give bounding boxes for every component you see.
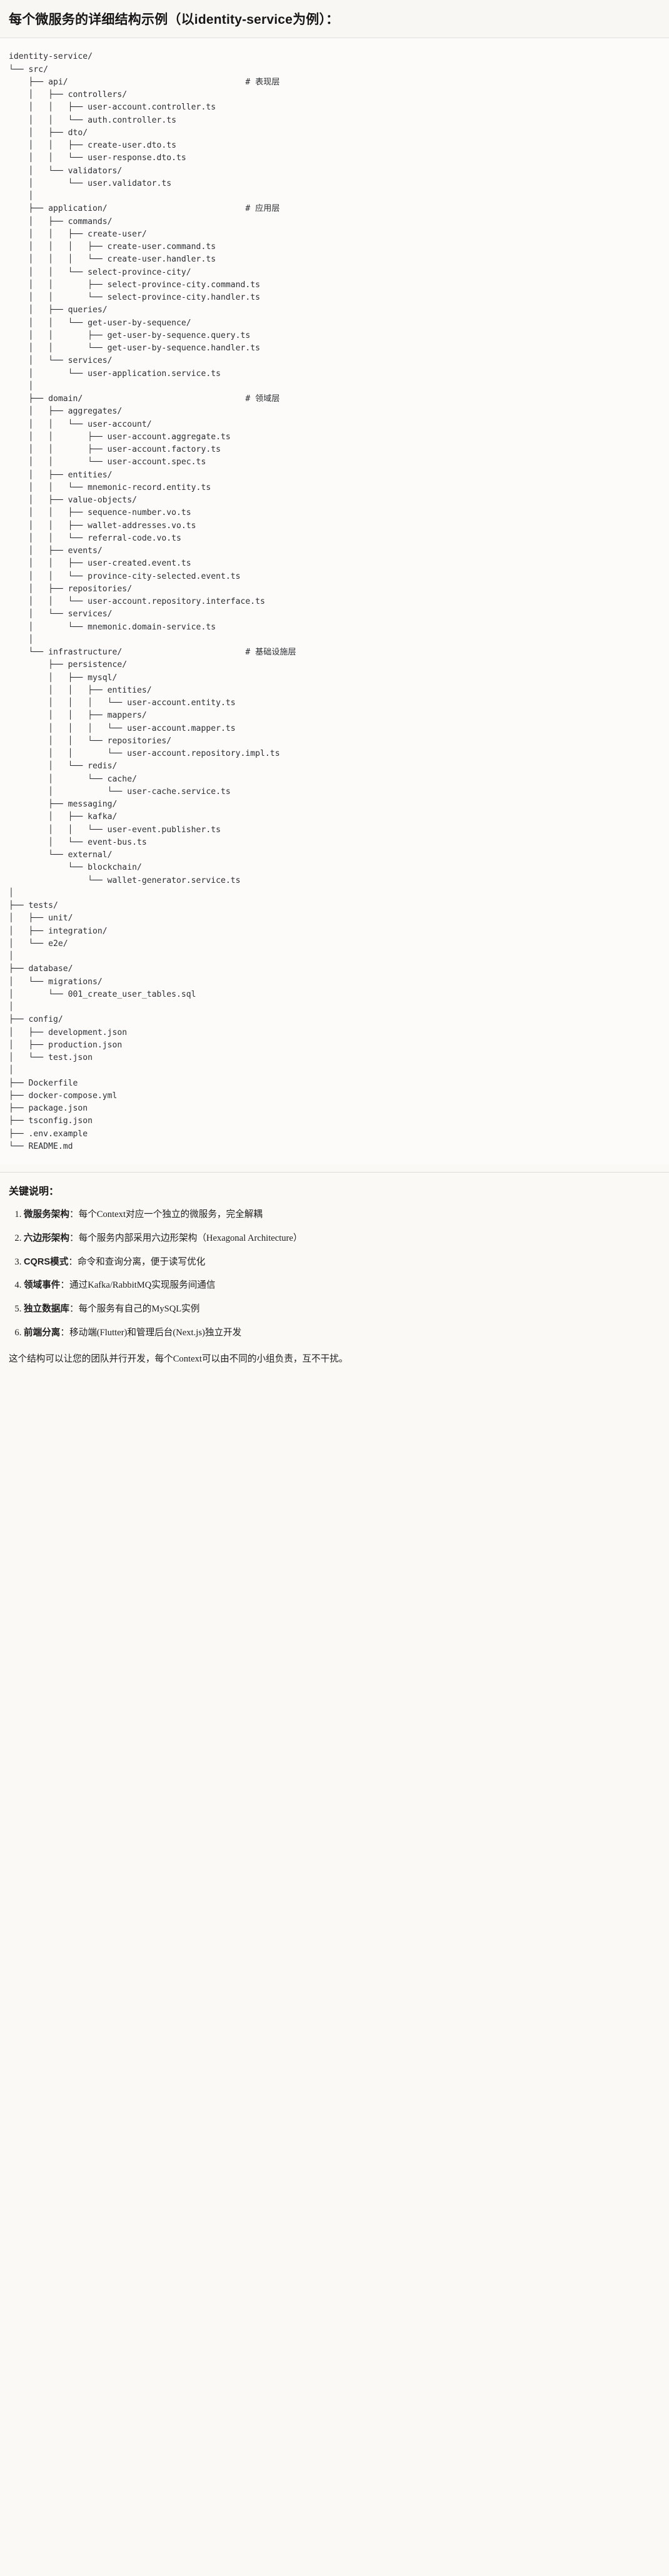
note-description: 每个服务内部采用六边形架构（Hexagonal Architecture） xyxy=(78,1233,303,1244)
notes-title: 关键说明： xyxy=(9,1186,59,1198)
note-description: 移动端(Flutter)和管理后台(Next.js)独立开发 xyxy=(69,1327,242,1338)
note-description: 每个服务有自己的MySQL实例 xyxy=(78,1303,200,1314)
note-term: CQRS模式 xyxy=(24,1256,69,1267)
page-title: 每个微服务的详细结构示例（以identity-service为例）： xyxy=(9,13,340,27)
directory-tree-block: identity-service/ └── src/ ├── api/ # 表现… xyxy=(0,38,669,1165)
note-separator: ： xyxy=(60,1327,69,1338)
note-item: 微服务架构：每个Context对应一个独立的微服务，完全解耦 xyxy=(24,1208,660,1222)
note-item: 六边形架构：每个服务内部采用六边形架构（Hexagonal Architectu… xyxy=(24,1231,660,1246)
document-header: 每个微服务的详细结构示例（以identity-service为例）： xyxy=(0,0,669,39)
note-separator: ： xyxy=(69,1303,79,1314)
note-description: 通过Kafka/RabbitMQ实现服务间通信 xyxy=(69,1280,216,1291)
note-term: 领域事件 xyxy=(24,1280,61,1291)
note-item: 独立数据库：每个服务有自己的MySQL实例 xyxy=(24,1302,660,1316)
note-item: 领域事件：通过Kafka/RabbitMQ实现服务间通信 xyxy=(24,1278,660,1293)
note-item: CQRS模式：命令和查询分离，便于读写优化 xyxy=(24,1255,660,1270)
note-separator: ： xyxy=(69,1233,79,1244)
document-page: 每个微服务的详细结构示例（以identity-service为例）： ident… xyxy=(0,0,669,1380)
closing-paragraph: 这个结构可以让您的团队并行开发，每个Context可以由不同的小组负责，互不干扰… xyxy=(9,1354,348,1365)
section-divider xyxy=(0,1172,669,1173)
note-description: 命令和查询分离，便于读写优化 xyxy=(77,1256,206,1267)
note-term: 独立数据库 xyxy=(24,1303,69,1314)
note-term: 微服务架构 xyxy=(24,1209,69,1220)
note-term: 六边形架构 xyxy=(24,1233,69,1244)
note-description: 每个Context对应一个独立的微服务，完全解耦 xyxy=(78,1209,263,1220)
note-separator: ： xyxy=(68,1256,78,1267)
note-term: 前端分离 xyxy=(24,1327,61,1338)
directory-tree: identity-service/ └── src/ ├── api/ # 表现… xyxy=(9,52,296,1151)
key-notes-block: 关键说明： 微服务架构：每个Context对应一个独立的微服务，完全解耦六边形架… xyxy=(0,1173,669,1381)
notes-list: 微服务架构：每个Context对应一个独立的微服务，完全解耦六边形架构：每个服务… xyxy=(9,1208,660,1340)
note-separator: ： xyxy=(69,1209,79,1220)
note-item: 前端分离：移动端(Flutter)和管理后台(Next.js)独立开发 xyxy=(24,1326,660,1340)
note-separator: ： xyxy=(60,1280,69,1291)
